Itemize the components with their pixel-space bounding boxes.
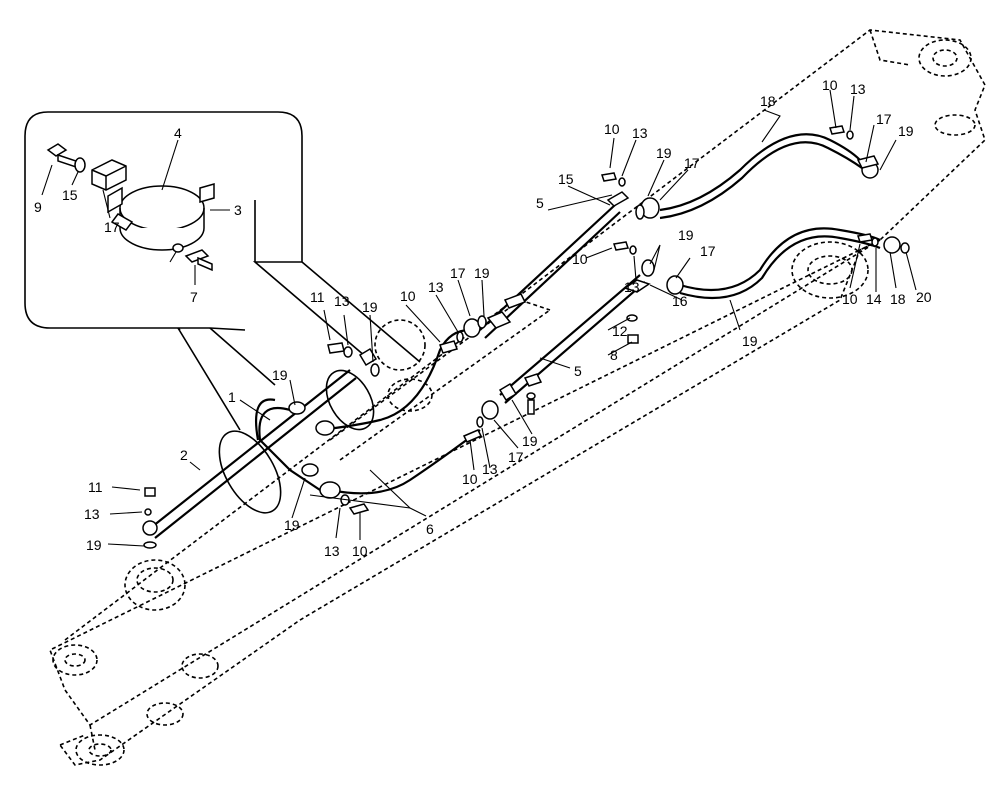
callout-14: 15 bbox=[62, 187, 78, 203]
callout-13: 13 bbox=[428, 279, 444, 295]
callout-6: 6 bbox=[426, 521, 434, 537]
callout-18: 18 bbox=[760, 93, 776, 109]
callout-15: 16 bbox=[672, 293, 688, 309]
callout-19: 20 bbox=[916, 289, 932, 305]
callout-13: 13 bbox=[624, 279, 640, 295]
callout-17: 18 bbox=[890, 291, 906, 307]
callout-10: 10 bbox=[604, 121, 620, 137]
callout-15: 15 bbox=[558, 171, 574, 187]
callout-17: 17 bbox=[508, 449, 524, 465]
boom-outline bbox=[48, 29, 986, 766]
callout-19: 19 bbox=[362, 299, 378, 315]
callout-5: 5 bbox=[536, 195, 544, 211]
callout-12: 12 bbox=[612, 323, 628, 339]
section-rings bbox=[218, 369, 375, 514]
callout-10: 10 bbox=[822, 77, 838, 93]
callout-4: 4 bbox=[174, 125, 182, 141]
callout-8: 8 bbox=[610, 347, 618, 363]
clamp-parts bbox=[46, 143, 215, 272]
callout-19: 19 bbox=[678, 227, 694, 243]
callout-19: 19 bbox=[656, 145, 672, 161]
callout-17: 17 bbox=[450, 265, 466, 281]
callout-17: 17 bbox=[700, 243, 716, 259]
callout-17: 17 bbox=[684, 155, 700, 171]
callout-11: 11 bbox=[88, 479, 103, 495]
callout-1: 1 bbox=[228, 389, 236, 405]
callout-13: 13 bbox=[84, 506, 100, 522]
fittings bbox=[142, 125, 910, 549]
callout-5: 5 bbox=[574, 363, 582, 379]
callout-13: 13 bbox=[482, 461, 498, 477]
callout-10: 10 bbox=[352, 543, 368, 559]
callout-13: 14 bbox=[866, 291, 882, 307]
callout-13: 13 bbox=[334, 293, 350, 309]
callout-7: 7 bbox=[190, 289, 198, 305]
callout-16: 17 bbox=[104, 219, 120, 235]
callout-19: 19 bbox=[284, 517, 300, 533]
callout-labels: 1 2 3 4 5 5 6 7 8 9 10 10 10 10 10 10 10… bbox=[34, 77, 932, 559]
callout-19: 19 bbox=[86, 537, 102, 553]
callout-3: 3 bbox=[234, 202, 242, 218]
callout-11: 11 bbox=[310, 289, 325, 305]
callout-13: 13 bbox=[850, 81, 866, 97]
callout-13: 13 bbox=[324, 543, 340, 559]
leader-lines bbox=[41, 89, 917, 547]
callout-19: 19 bbox=[522, 433, 538, 449]
callout-10: 10 bbox=[572, 251, 588, 267]
detail-inset bbox=[24, 111, 421, 431]
callout-18: 19 bbox=[742, 333, 758, 349]
callout-10: 10 bbox=[462, 471, 478, 487]
callout-19: 19 bbox=[898, 123, 914, 139]
callout-17: 17 bbox=[876, 111, 892, 127]
callout-2: 2 bbox=[180, 447, 188, 463]
callout-9: 9 bbox=[34, 199, 42, 215]
callout-10: 10 bbox=[842, 291, 858, 307]
callout-10: 10 bbox=[400, 288, 416, 304]
callout-19: 19 bbox=[474, 265, 490, 281]
callout-13: 13 bbox=[632, 125, 648, 141]
callout-19: 19 bbox=[272, 367, 288, 383]
